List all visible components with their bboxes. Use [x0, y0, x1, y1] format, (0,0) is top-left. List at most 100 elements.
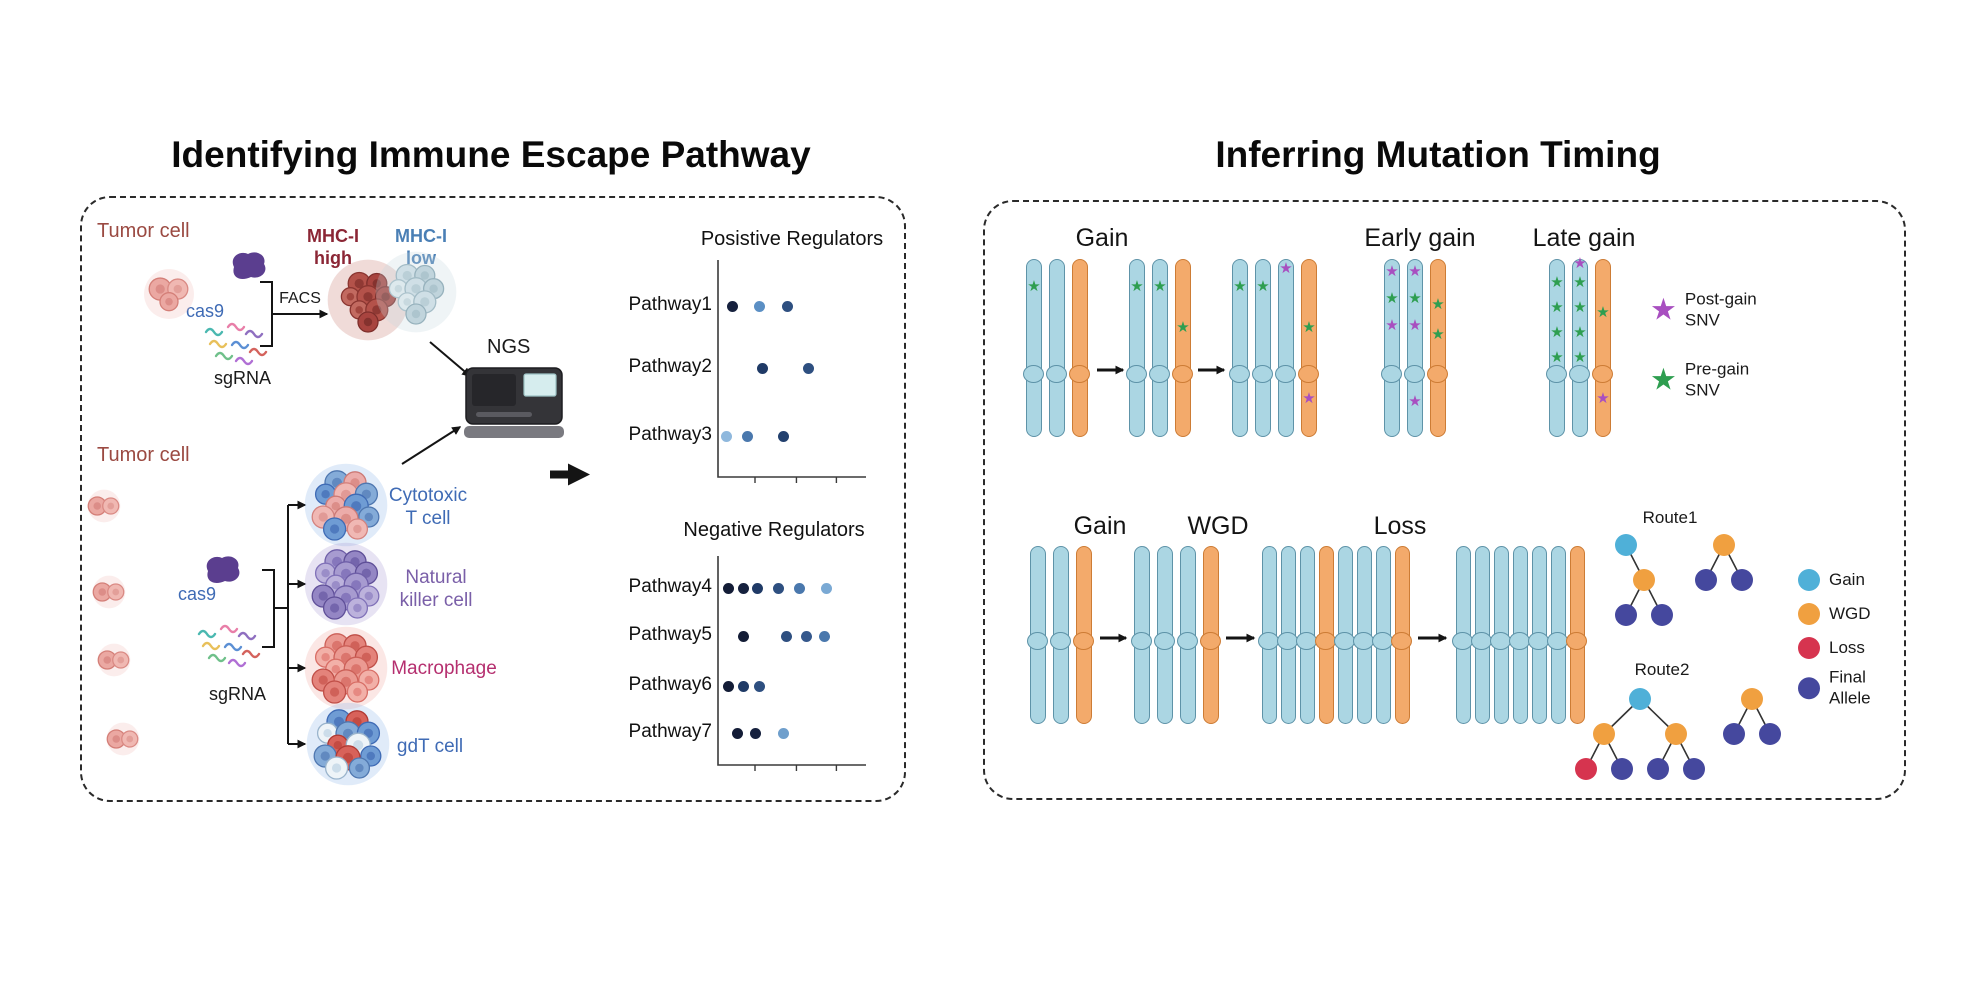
- left-panel-box: [80, 196, 906, 802]
- pre-gain-snv-star: ★: [1431, 295, 1445, 313]
- legend-dot-final: [1798, 677, 1820, 699]
- pre-gain-snv-star: ★: [1153, 277, 1167, 295]
- chromosome-orange: [1068, 259, 1090, 437]
- route-node-final: [1611, 758, 1633, 780]
- pathway-label: Pathway3: [628, 424, 712, 445]
- route2-label: Route2: [1634, 660, 1690, 679]
- centromere: [1199, 632, 1221, 651]
- route-node-final: [1647, 758, 1669, 780]
- immune-cell-label-macrophage: Macrophage: [391, 658, 497, 679]
- post-gain-snv-legend: ★ Post-gain SNV: [1650, 289, 1757, 330]
- chromosome-orange: ★★: [1297, 259, 1319, 437]
- pre-gain-snv-legend: ★ Pre-gain SNV: [1650, 359, 1749, 400]
- tumor-cell-single-icon: [87, 489, 121, 523]
- chromosome-orange: [1391, 546, 1413, 724]
- sgrna-bottom-label: sgRNA: [209, 684, 267, 704]
- chromosome-orange: [1566, 546, 1588, 724]
- centromere: [1391, 632, 1413, 651]
- centromere: [1528, 632, 1550, 651]
- centromere: [1176, 632, 1198, 651]
- legend-label-final: Final Allele: [1829, 667, 1871, 707]
- chromosome-blue: ★: [1125, 259, 1147, 437]
- pathway-label: Pathway4: [628, 576, 712, 597]
- legend-dot-wgd: [1798, 603, 1820, 625]
- cas9-top-label: cas9: [186, 301, 225, 321]
- centromere: [1296, 632, 1318, 651]
- centromere: [1471, 632, 1493, 651]
- connector-line: [260, 281, 273, 347]
- centromere: [1372, 632, 1394, 651]
- chromosome-blue: [1176, 546, 1198, 724]
- facs-label: FACS: [279, 290, 321, 307]
- centromere: [1591, 364, 1613, 383]
- data-dot: [737, 630, 749, 642]
- route-node-final: [1723, 723, 1745, 745]
- sgrna-top-label: sgRNA: [214, 368, 272, 388]
- centromere: [1545, 364, 1567, 383]
- post-gain-snv-label: Post-gain SNV: [1684, 289, 1757, 329]
- data-dot: [722, 582, 734, 594]
- data-dot: [756, 362, 768, 374]
- post-gain-snv-star: ★: [1408, 316, 1422, 334]
- chromosome-blue: ★★★★: [1403, 259, 1425, 437]
- macrophage-cluster: [304, 626, 388, 710]
- data-dot: [721, 430, 733, 442]
- data-dot: [753, 300, 765, 312]
- centromere: [1068, 364, 1090, 383]
- left-panel-title: Identifying Immune Escape Pathway: [171, 134, 811, 175]
- chromosome-blue: ★★★★: [1545, 259, 1567, 437]
- centromere: [1568, 364, 1590, 383]
- pre-gain-snv-star: ★: [1233, 277, 1247, 295]
- route-node-loss: [1575, 758, 1597, 780]
- chromosome-orange: ★★: [1591, 259, 1613, 437]
- mhc-high-cell-cluster: [327, 259, 409, 341]
- big-arrow-icon: [550, 463, 590, 486]
- loss-label: Loss: [1373, 512, 1427, 540]
- data-dot: [820, 582, 832, 594]
- data-dot: [753, 680, 765, 692]
- cas9-bottom-label: cas9: [178, 584, 217, 604]
- centromere: [1049, 632, 1071, 651]
- tumor-cell-bottom-label: Tumor cell: [97, 444, 190, 466]
- route-node-final: [1731, 569, 1753, 591]
- plot-axis: [717, 260, 866, 478]
- mhc-low-cell-cluster: [375, 251, 457, 333]
- route-node-final: [1651, 604, 1673, 626]
- chromosome-blue: [1153, 546, 1175, 724]
- post-gain-snv-star: ★: [1302, 389, 1316, 407]
- pre-gain-snv-star: ★: [1130, 277, 1144, 295]
- centromere: [1274, 364, 1296, 383]
- post-gain-snv-star: ★: [1573, 254, 1587, 272]
- chromosome-blue: [1296, 546, 1318, 724]
- centromere: [1148, 364, 1170, 383]
- pre-gain-snv-star: ★: [1302, 318, 1316, 336]
- chromosome-blue: ★: [1022, 259, 1044, 437]
- pathway-label: Pathway5: [628, 624, 712, 645]
- pre-gain-snv-star: ★: [1385, 290, 1399, 308]
- centromere: [1171, 364, 1193, 383]
- immune-cell-label-gdt-cell: gdT cell: [396, 736, 464, 757]
- centromere: [1426, 364, 1448, 383]
- pre-gain-snv-star: ★: [1596, 304, 1610, 322]
- route-node-wgd: [1633, 569, 1655, 591]
- centromere: [1334, 632, 1356, 651]
- wgd-label: WGD: [1187, 512, 1249, 540]
- chromosome-blue: [1045, 259, 1067, 437]
- chromosome-blue: ★★★★★: [1568, 254, 1590, 437]
- data-dot: [802, 362, 814, 374]
- post-gain-snv-star: ★: [1408, 263, 1422, 281]
- pre-gain-snv-star: ★: [1573, 323, 1587, 341]
- chromosome-orange: ★★: [1426, 259, 1448, 437]
- route-node-gain: [1629, 688, 1651, 710]
- centromere: [1490, 632, 1512, 651]
- pre-gain-snv-label: Pre-gain SNV: [1684, 359, 1750, 399]
- data-dot: [737, 582, 749, 594]
- chromosome-blue: [1353, 546, 1375, 724]
- route-node-wgd: [1593, 723, 1615, 745]
- arrow-icon: [429, 341, 472, 377]
- centromere: [1509, 632, 1531, 651]
- pre-gain-snv-star-icon: ★: [1650, 363, 1677, 396]
- centromere: [1228, 364, 1250, 383]
- data-dot: [793, 582, 805, 594]
